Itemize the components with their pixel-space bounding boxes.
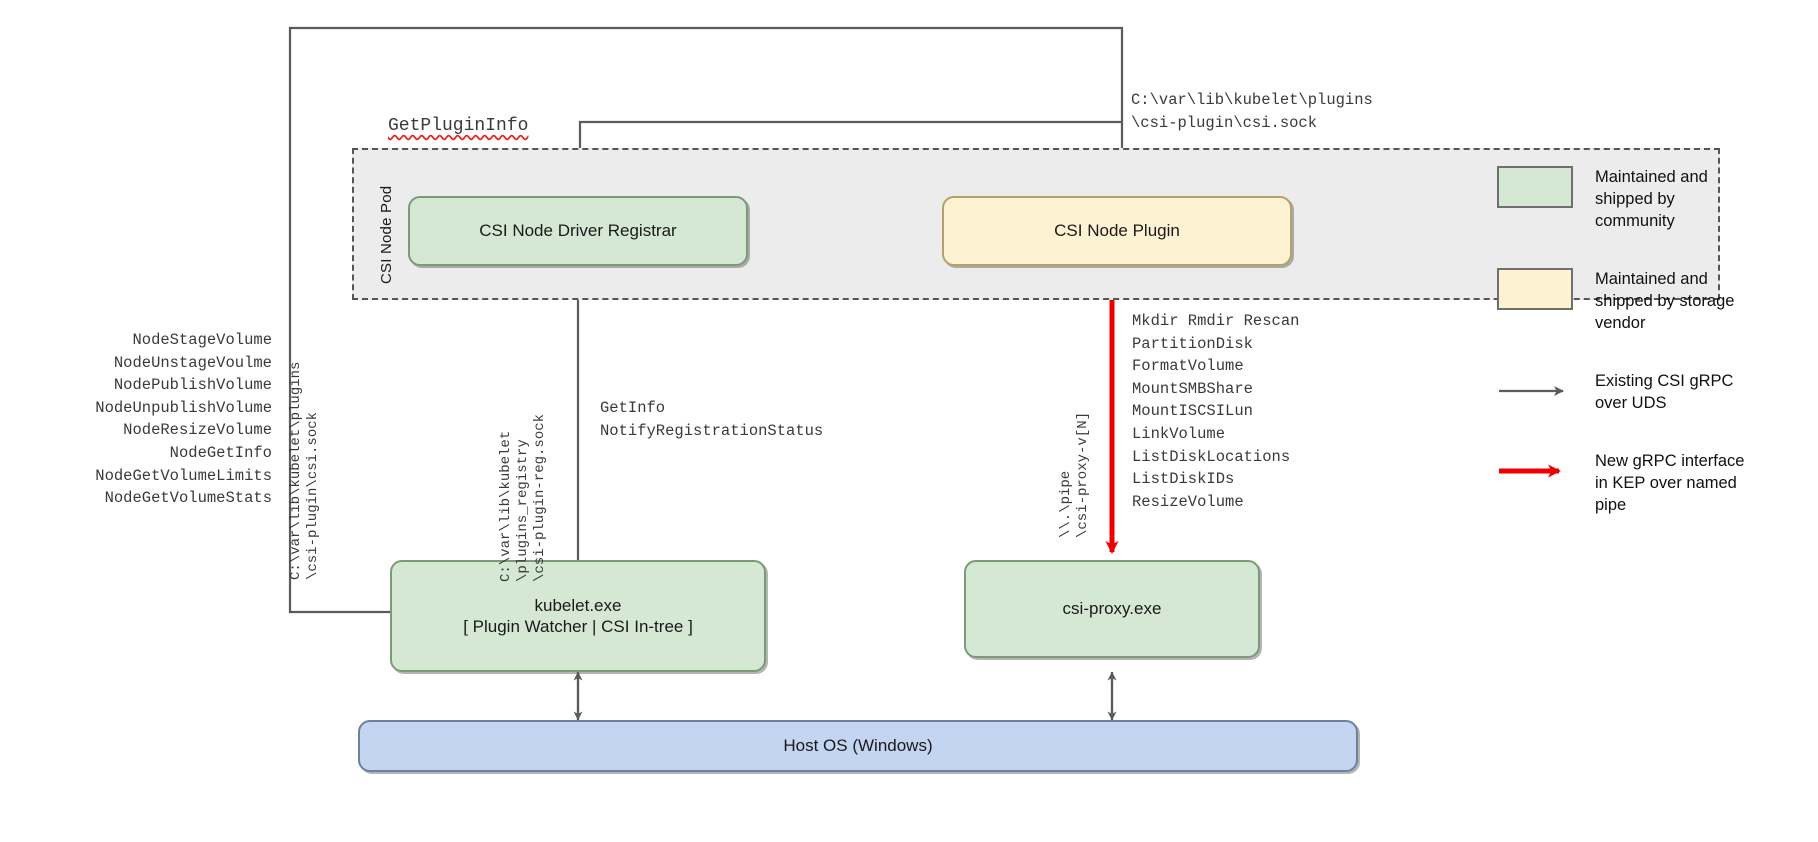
legend-label-new-grpc: New gRPC interface in KEP over named pip… (1595, 452, 1745, 514)
kubelet-exe-sublabel: [ Plugin Watcher | CSI In-tree ] (463, 617, 693, 636)
legend-swatch-green (1497, 166, 1573, 208)
legend-label-vendor: Maintained and shipped by storage vendor (1595, 270, 1735, 332)
csi-sock-path-label: C:\var\lib\kubelet\plugins \csi-plugin\c… (1131, 91, 1373, 132)
get-plugin-info-label: GetPluginInfo (388, 116, 529, 136)
csi-proxy-exe-box[interactable]: csi-proxy.exe (964, 560, 1260, 658)
legend-red-arrow-icon (1497, 450, 1573, 492)
csi-proxy-exe-label: csi-proxy.exe (1062, 599, 1162, 619)
csi-node-driver-registrar-box[interactable]: CSI Node Driver Registrar (408, 196, 748, 266)
registry-sock-vertical-label: C:\var\lib\kubelet \plugins_registry \cs… (498, 413, 548, 582)
csi-node-driver-registrar-label: CSI Node Driver Registrar (479, 221, 677, 241)
csi-node-plugin-label: CSI Node Plugin (1054, 221, 1180, 241)
legend-label-existing-uds: Existing CSI gRPC over UDS (1595, 372, 1734, 412)
legend-item-community: Maintained and shipped by community (1497, 166, 1797, 232)
kubelet-exe-label: kubelet.exe (534, 595, 622, 615)
legend-gray-arrow-icon (1497, 370, 1573, 412)
csi-node-plugin-box[interactable]: CSI Node Plugin (942, 196, 1292, 266)
legend-item-existing-uds: Existing CSI gRPC over UDS (1497, 370, 1797, 414)
legend: Maintained and shipped by community Main… (1497, 166, 1797, 552)
legend-item-vendor: Maintained and shipped by storage vendor (1497, 268, 1797, 334)
host-os-label: Host OS (Windows) (783, 736, 933, 756)
named-pipe-vertical-label: \\.\pipe \csi-proxy-v[N] (1058, 411, 1091, 538)
legend-item-new-grpc: New gRPC interface in KEP over named pip… (1497, 450, 1797, 516)
csi-proxy-api-list: Mkdir Rmdir Rescan PartitionDisk FormatV… (1132, 312, 1300, 511)
registration-calls-label: GetInfo NotifyRegistrationStatus (600, 399, 824, 440)
legend-swatch-yellow (1497, 268, 1573, 310)
csi-sock-vertical-label: C:\var\lib\kubelet\plugins \csi-plugin\c… (288, 361, 321, 580)
legend-label-community: Maintained and shipped by community (1595, 168, 1708, 230)
kubelet-exe-box[interactable]: kubelet.exe [ Plugin Watcher | CSI In-tr… (390, 560, 766, 672)
host-os-box[interactable]: Host OS (Windows) (358, 720, 1358, 772)
csi-node-pod-label: CSI Node Pod (378, 185, 395, 284)
csi-node-rpc-list: NodeStageVolume NodeUnstageVoulme NodePu… (95, 331, 272, 508)
